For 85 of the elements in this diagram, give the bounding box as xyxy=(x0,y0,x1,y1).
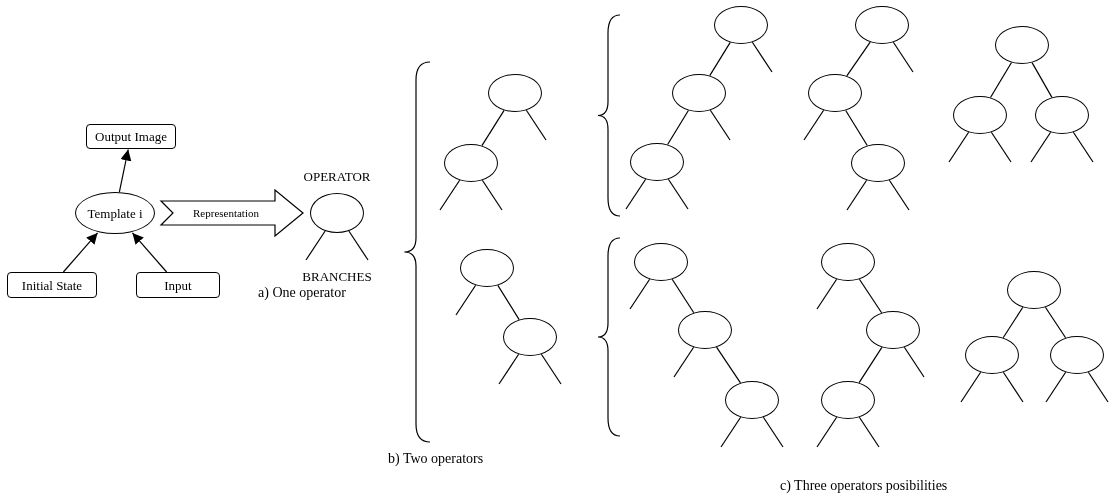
tree-node-circle xyxy=(488,74,542,112)
tree-node-circle xyxy=(965,336,1019,374)
branch-line xyxy=(1002,306,1024,339)
panel-caption: b) Two operators xyxy=(388,451,484,467)
tree-node-circle xyxy=(503,318,557,356)
branch-line xyxy=(846,41,871,77)
node-label: Initial State xyxy=(21,278,83,292)
node-caption: OPERATOR xyxy=(303,169,371,185)
tree-node-circle xyxy=(672,74,726,112)
branch-line xyxy=(525,109,547,141)
tree-node-circle xyxy=(1050,336,1104,374)
node-label: Output Image xyxy=(95,129,167,143)
tree-node-circle xyxy=(1007,271,1061,309)
branch-line xyxy=(1002,371,1024,403)
branch-line xyxy=(989,61,1013,99)
branch-line xyxy=(629,278,651,310)
branch-line xyxy=(709,109,731,141)
branch-line xyxy=(888,179,910,211)
node-label: Input xyxy=(164,278,192,292)
tree-node-circle xyxy=(851,144,905,182)
branch-line xyxy=(497,284,520,321)
tree-node-circle xyxy=(630,143,684,181)
tree-node-circle xyxy=(808,74,862,112)
tree-node-circle xyxy=(866,311,920,349)
tree-node-circle xyxy=(460,249,514,287)
branch-line xyxy=(990,131,1012,163)
branch-line xyxy=(481,179,503,211)
branch-line xyxy=(671,278,695,314)
arrow xyxy=(118,148,132,193)
tree-node-circle xyxy=(995,26,1049,64)
branch-line xyxy=(816,278,838,310)
branch-line xyxy=(1030,131,1052,163)
branch-line xyxy=(439,179,461,211)
branch-line xyxy=(846,179,868,211)
arrow xyxy=(62,232,99,273)
branch-line xyxy=(540,353,562,385)
branch-line xyxy=(948,131,970,163)
branch-line xyxy=(858,278,883,314)
tree-node-circle xyxy=(634,243,688,281)
node-label: Template i xyxy=(87,206,143,220)
tree-node-circle xyxy=(725,381,779,419)
branch-line xyxy=(762,416,784,448)
branch-line xyxy=(455,284,477,316)
edge-label: Representation xyxy=(193,207,259,219)
tree-node-circle xyxy=(855,6,909,44)
branch-line xyxy=(960,371,982,403)
branch-line xyxy=(498,353,520,385)
tree-node-circle xyxy=(310,193,364,233)
branch-line xyxy=(720,416,742,448)
branch-line xyxy=(1044,306,1067,339)
panel-caption: a) One operator xyxy=(258,285,346,301)
process-box xyxy=(7,272,97,298)
tree-node-circle xyxy=(1035,96,1089,134)
process-box xyxy=(136,272,220,298)
node-caption: BRANCHES xyxy=(302,269,372,285)
branch-line xyxy=(1031,62,1053,98)
branch-line xyxy=(1087,371,1109,403)
branch-line xyxy=(667,178,689,210)
branch-line xyxy=(305,230,326,261)
branch-line xyxy=(673,346,695,378)
branch-line xyxy=(481,109,505,147)
branch-line xyxy=(625,178,647,210)
branch-line xyxy=(858,346,883,384)
branch-line xyxy=(858,416,880,448)
branch-line xyxy=(903,346,925,378)
branch-line xyxy=(803,109,825,141)
panel-caption: c) Three operators posibilities xyxy=(780,478,948,494)
tree-node-circle xyxy=(714,6,768,44)
tree-node-circle xyxy=(678,311,732,349)
tree-node-circle xyxy=(444,144,498,182)
tree-node-circle xyxy=(821,243,875,281)
branch-line xyxy=(751,41,773,73)
branch-line xyxy=(845,109,868,147)
tree-node-circle xyxy=(821,381,875,419)
branch-line xyxy=(709,41,731,77)
branch-line xyxy=(1045,371,1067,403)
branch-line xyxy=(348,230,369,261)
branch-line xyxy=(1072,131,1094,163)
branch-line xyxy=(892,41,914,73)
process-box xyxy=(86,123,176,149)
branch-line xyxy=(667,109,689,146)
branch-line xyxy=(715,346,742,384)
tree-node-circle xyxy=(953,96,1007,134)
branch-line xyxy=(816,416,838,448)
arrow xyxy=(131,232,168,273)
